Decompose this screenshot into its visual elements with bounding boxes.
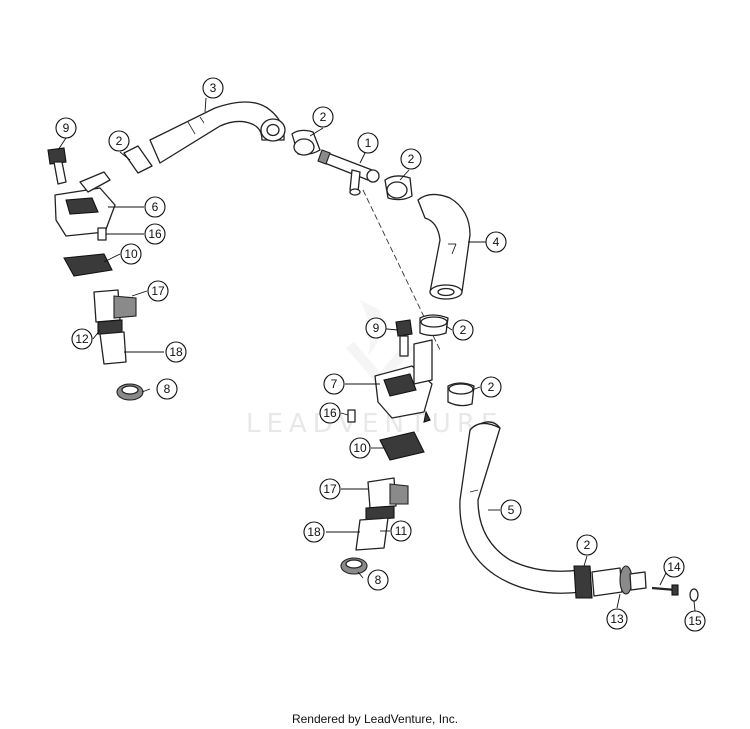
svg-text:6: 6 — [152, 200, 159, 214]
callout-5: 5 — [500, 499, 522, 521]
callout-2: 2 — [452, 319, 474, 341]
svg-text:14: 14 — [667, 560, 681, 574]
clip-part-10-left — [63, 253, 113, 277]
footer-credit: Rendered by LeadVenture, Inc. — [291, 712, 459, 726]
svg-text:8: 8 — [164, 382, 171, 396]
svg-text:16: 16 — [323, 406, 337, 420]
svg-text:10: 10 — [353, 441, 367, 455]
clamp-part-2-mid — [384, 175, 413, 201]
callout-8: 8 — [156, 378, 178, 400]
svg-text:18: 18 — [169, 345, 183, 359]
callout-2: 2 — [480, 376, 502, 398]
callout-18: 18 — [165, 341, 187, 363]
callout-4: 4 — [485, 231, 507, 253]
spacer-part-16-center — [347, 409, 356, 423]
fitting-part-13 — [591, 565, 647, 597]
svg-text:2: 2 — [488, 380, 495, 394]
callout-10: 10 — [349, 437, 371, 459]
leader-lines — [57, 97, 696, 612]
t-fitting-part-1 — [317, 149, 380, 196]
svg-text:13: 13 — [610, 612, 624, 626]
callout-8: 8 — [367, 569, 389, 591]
callout-12: 12 — [71, 328, 93, 350]
callout-13: 13 — [606, 608, 628, 630]
callout-16: 16 — [319, 402, 341, 424]
svg-text:3: 3 — [210, 81, 217, 95]
callout-2: 2 — [312, 106, 334, 128]
rail-part-7 — [374, 339, 433, 423]
seal-part-8-center — [340, 557, 368, 575]
svg-text:2: 2 — [584, 538, 591, 552]
sleeve-part-2-upper-left — [123, 145, 153, 174]
clamp-part-2-center — [419, 314, 449, 337]
svg-text:15: 15 — [688, 614, 702, 628]
watermark-text: LEADVENTURE — [246, 409, 503, 439]
svg-text:8: 8 — [375, 573, 382, 587]
svg-text:12: 12 — [75, 332, 89, 346]
injector-center — [355, 477, 409, 551]
seal-part-8-left — [116, 383, 144, 401]
callout-7: 7 — [323, 373, 345, 395]
svg-text:16: 16 — [148, 227, 162, 241]
pin-part-14 — [651, 584, 679, 596]
svg-text:5: 5 — [508, 503, 515, 517]
svg-text:11: 11 — [395, 524, 408, 538]
spacer-part-16-left — [97, 227, 107, 241]
callout-16: 16 — [144, 223, 166, 245]
svg-text:2: 2 — [460, 323, 467, 337]
oring-part-15 — [689, 588, 699, 602]
bolt-part-9-left — [47, 147, 67, 185]
callout-6: 6 — [144, 196, 166, 218]
svg-text:4: 4 — [493, 235, 500, 249]
hose-part-3 — [149, 101, 286, 164]
svg-text:17: 17 — [151, 284, 165, 298]
clamp-part-2-lower — [447, 382, 475, 407]
clamp-part-2-upper — [291, 129, 321, 156]
injector-left — [93, 289, 137, 365]
callout-14: 14 — [663, 556, 685, 578]
svg-text:2: 2 — [408, 152, 415, 166]
callout-15: 15 — [684, 610, 706, 632]
bolt-part-9-center — [395, 319, 413, 357]
svg-text:9: 9 — [63, 121, 70, 135]
clamp-part-2-right — [573, 565, 593, 599]
hose-part-5 — [459, 421, 583, 594]
svg-text:2: 2 — [116, 134, 123, 148]
svg-text:7: 7 — [331, 377, 338, 391]
callout-18: 18 — [303, 521, 325, 543]
callout-11: 11 — [390, 520, 412, 542]
svg-text:17: 17 — [323, 482, 337, 496]
callout-2: 2 — [576, 534, 598, 556]
rail-part-6 — [54, 171, 116, 237]
svg-text:1: 1 — [365, 136, 372, 150]
callout-17: 17 — [147, 280, 169, 302]
svg-text:2: 2 — [320, 110, 327, 124]
svg-text:9: 9 — [373, 321, 380, 335]
callout-9: 9 — [365, 317, 387, 339]
callout-2: 2 — [400, 148, 422, 170]
hose-part-4 — [417, 193, 471, 300]
callout-9: 9 — [55, 117, 77, 139]
svg-text:10: 10 — [124, 247, 138, 261]
callout-3: 3 — [202, 77, 224, 99]
callout-1: 1 — [357, 132, 379, 154]
clip-part-10-center — [379, 431, 425, 461]
callout-2: 2 — [108, 130, 130, 152]
svg-text:18: 18 — [307, 525, 321, 539]
callout-17: 17 — [319, 478, 341, 500]
callout-10: 10 — [120, 243, 142, 265]
